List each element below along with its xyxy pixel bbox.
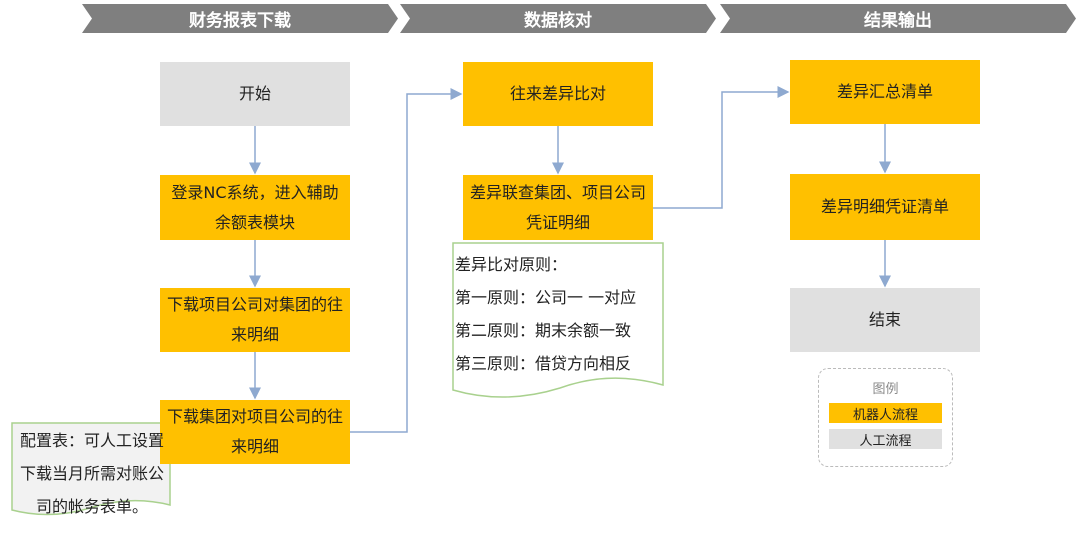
rule-item: 第三原则：借贷方向相反 (455, 354, 632, 373)
config-note-shape (11, 422, 171, 516)
compare-step: 往来差异比对 (463, 62, 653, 126)
rules-note-shape (452, 242, 664, 398)
phase-check: 数据核对 (400, 4, 716, 33)
query-voucher-step: 差异联查集团、项目公司凭证明细 (463, 175, 653, 240)
login-nc-step: 登录NC系统，进入辅助余额表模块 (160, 175, 350, 240)
phase-download: 财务报表下载 (82, 4, 398, 33)
detail-voucher-list-step: 差异明细凭证清单 (790, 174, 980, 240)
legend-robot: 机器人流程 (829, 403, 942, 423)
config-note: 配置表：可人工设置下载当月所需对账公司的帐务表单。 (19, 431, 164, 516)
rules-note: 差异比对原则： 第一原则：公司一 一对应 第二原则：期末余额一致 第三原则：借贷… (455, 248, 636, 380)
start-node: 开始 (160, 62, 350, 126)
rules-title: 差异比对原则： (455, 255, 568, 274)
download-group-step: 下载集团对项目公司的往来明细 (160, 400, 350, 464)
download-project-step: 下载项目公司对集团的往来明细 (160, 288, 350, 352)
legend-title: 图例 (872, 382, 899, 397)
legend-manual: 人工流程 (829, 429, 942, 449)
rule-item: 第二原则：期末余额一致 (455, 321, 632, 340)
legend: 图例 机器人流程 人工流程 (818, 368, 953, 467)
phase-output: 结果输出 (720, 4, 1076, 33)
end-node: 结束 (790, 288, 980, 352)
summary-list-step: 差异汇总清单 (790, 60, 980, 124)
rule-item: 第一原则：公司一 一对应 (455, 288, 637, 307)
